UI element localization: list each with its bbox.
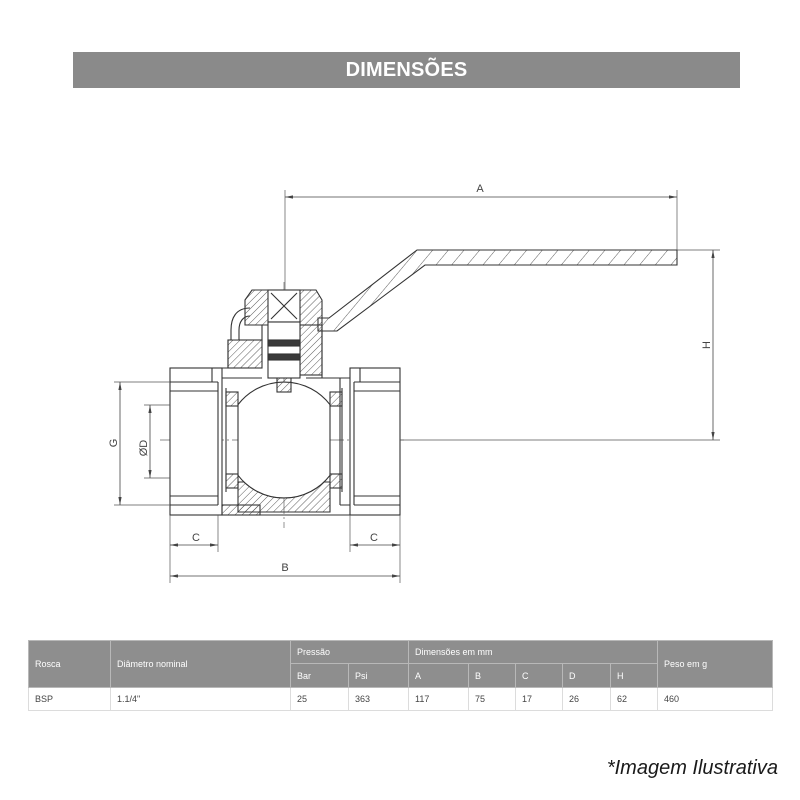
- table-row: BSP 1.1/4" 25 363 117 75 17 26 62 460: [28, 687, 774, 711]
- header-rosca: Rosca: [28, 640, 111, 688]
- dimension-lines: [118, 195, 715, 578]
- valve-technical-drawing: A H G ØD C C B: [108, 183, 720, 583]
- cell-b: 75: [468, 687, 516, 711]
- stem-assembly: [227, 289, 323, 379]
- dim-label-a: A: [476, 183, 484, 195]
- left-port: [169, 367, 223, 516]
- right-port: [349, 367, 401, 516]
- seat-left-top: [225, 391, 239, 407]
- cell-bar: 25: [290, 687, 349, 711]
- cell-peso: 460: [657, 687, 774, 711]
- seat-left-bottom: [225, 473, 239, 489]
- cell-c: 17: [515, 687, 563, 711]
- cell-d: 26: [562, 687, 611, 711]
- cell-psi: 363: [348, 687, 409, 711]
- dimension-labels: A H G ØD C C B: [108, 183, 713, 574]
- ball: [237, 381, 331, 499]
- header-dimensoes: Dimensões em mm: [407, 640, 659, 664]
- o-ring-lower: [267, 353, 301, 361]
- cell-diametro: 1.1/4": [110, 687, 291, 711]
- header-row-2: Bar Psi A B C D H: [29, 663, 773, 688]
- header-psi: Psi: [348, 663, 409, 688]
- section-banner: DIMENSÕES: [73, 52, 740, 88]
- stem-top-cross: [270, 292, 298, 320]
- dim-label-d: ØD: [138, 440, 150, 457]
- section-title: DIMENSÕES: [345, 58, 468, 81]
- header-pressao: Pressão: [290, 640, 409, 664]
- valve-body: [169, 325, 401, 516]
- neck-right-block: [299, 324, 323, 376]
- handle-lever: [317, 249, 678, 332]
- dim-label-h: H: [701, 341, 713, 349]
- seat-right-bottom: [329, 473, 343, 489]
- cell-h: 62: [609, 687, 659, 711]
- spec-table-body: BSP 1.1/4" 25 363 117 75 17 26 62 460: [28, 687, 774, 711]
- neck-left-block: [227, 339, 263, 369]
- dim-label-c-right: C: [370, 532, 378, 544]
- header-b: B: [468, 663, 516, 688]
- left-port-threads: [170, 368, 219, 506]
- header-peso: Peso em g: [657, 640, 774, 688]
- spec-table: Rosca Diâmetro nominal Pressão Dimensões…: [28, 640, 774, 711]
- header-a: A: [408, 663, 469, 688]
- cell-rosca: BSP: [28, 687, 111, 711]
- header-c: C: [515, 663, 563, 688]
- header-h: H: [609, 663, 659, 688]
- stem-body: [267, 321, 301, 379]
- dim-label-b: B: [281, 562, 288, 574]
- dim-label-g: G: [108, 439, 120, 448]
- header-d: D: [562, 663, 611, 688]
- o-ring-upper: [267, 339, 301, 347]
- illustrative-image-caption: *Imagem Ilustrativa: [606, 757, 778, 779]
- header-bar: Bar: [290, 663, 349, 688]
- dim-label-c-left: C: [192, 532, 200, 544]
- spec-table-head: Rosca Diâmetro nominal Pressão Dimensões…: [28, 640, 774, 688]
- header-row-1: Rosca Diâmetro nominal Pressão Dimensões…: [28, 640, 774, 688]
- cell-a: 117: [408, 687, 469, 711]
- right-port-threads: [353, 368, 400, 506]
- seat-right-top: [329, 391, 343, 407]
- header-diametro-nominal: Diâmetro nominal: [110, 640, 291, 688]
